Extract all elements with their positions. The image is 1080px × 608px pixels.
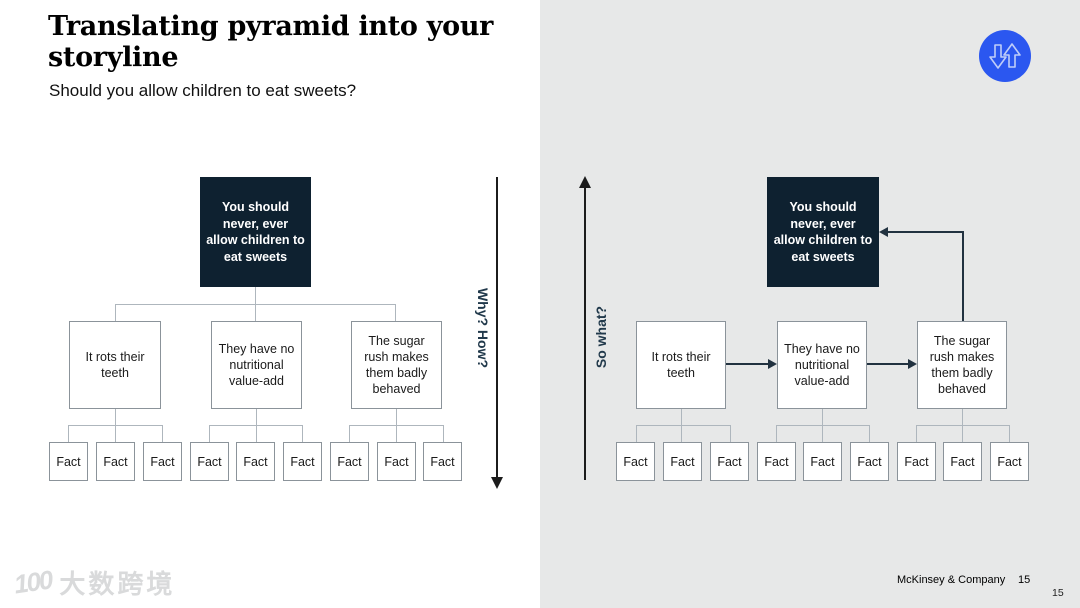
connector <box>162 425 163 442</box>
brand-label: McKinsey & Company <box>897 574 1006 586</box>
right-argument-box-2: They have no nutritional value-add <box>777 321 867 409</box>
up-arrow-line <box>584 187 586 480</box>
connector <box>115 409 116 425</box>
fact-box: Fact <box>850 442 889 481</box>
fact-box: Fact <box>663 442 702 481</box>
right-panel-background <box>540 0 1080 608</box>
feedback-connector-line <box>888 231 964 233</box>
fact-box: Fact <box>803 442 842 481</box>
connector <box>396 409 397 425</box>
right-top-statement-box: You should never, ever allow children to… <box>767 177 879 287</box>
fact-box: Fact <box>236 442 275 481</box>
connector <box>255 287 256 304</box>
left-argument-box-1: It rots their teeth <box>69 321 161 409</box>
connector <box>1009 425 1010 442</box>
connector <box>115 425 116 442</box>
connector <box>636 425 637 442</box>
fact-box: Fact <box>616 442 655 481</box>
connector <box>776 425 870 426</box>
connector <box>209 425 210 442</box>
up-arrowhead-icon <box>579 176 591 188</box>
page-number-secondary: 15 <box>1052 587 1064 599</box>
right-arrowhead-icon <box>768 359 777 369</box>
connector <box>256 425 257 442</box>
connector <box>68 425 69 442</box>
connector <box>916 425 917 442</box>
connector <box>636 425 731 426</box>
fact-box: Fact <box>330 442 369 481</box>
left-argument-box-2: They have no nutritional value-add <box>211 321 302 409</box>
connector <box>396 425 397 442</box>
fact-box: Fact <box>897 442 936 481</box>
flow-arrow-line <box>726 363 768 365</box>
connector <box>681 409 682 425</box>
down-arrowhead-icon <box>491 477 503 489</box>
flow-arrow-line <box>867 363 908 365</box>
fact-box: Fact <box>943 442 982 481</box>
fact-box: Fact <box>190 442 229 481</box>
page-title: Translating pyramid into your storyline <box>48 11 494 73</box>
so-what-axis-label: So what? <box>593 305 609 369</box>
connector <box>962 409 963 425</box>
connector <box>443 425 444 442</box>
fact-box: Fact <box>49 442 88 481</box>
fact-box: Fact <box>143 442 182 481</box>
connector <box>916 425 1010 426</box>
connector <box>255 304 256 321</box>
connector <box>681 425 682 442</box>
connector <box>869 425 870 442</box>
swap-vertical-icon <box>989 43 1021 69</box>
connector <box>822 409 823 425</box>
right-argument-box-3: The sugar rush makes them badly behaved <box>917 321 1007 409</box>
page-subtitle: Should you allow children to eat sweets? <box>49 81 357 100</box>
fact-box: Fact <box>377 442 416 481</box>
watermark: 100 大数跨境 <box>12 564 176 601</box>
connector <box>349 425 350 442</box>
fact-box: Fact <box>757 442 796 481</box>
connector <box>776 425 777 442</box>
down-arrow-line <box>496 177 498 478</box>
connector <box>730 425 731 442</box>
connector <box>115 304 116 321</box>
left-argument-box-3: The sugar rush makes them badly behaved <box>351 321 442 409</box>
page-number: 15 <box>1018 574 1031 586</box>
right-argument-box-1: It rots their teeth <box>636 321 726 409</box>
fact-box: Fact <box>710 442 749 481</box>
connector <box>395 304 396 321</box>
fact-box: Fact <box>96 442 135 481</box>
connector <box>256 409 257 425</box>
left-arrowhead-icon <box>879 227 888 237</box>
connector <box>822 425 823 442</box>
watermark-logo: 100 <box>12 564 54 600</box>
fact-box: Fact <box>990 442 1029 481</box>
right-arrowhead-icon <box>908 359 917 369</box>
fact-box: Fact <box>283 442 322 481</box>
swap-vertical-button[interactable] <box>979 30 1031 82</box>
watermark-text: 大数跨境 <box>59 569 176 599</box>
connector <box>962 425 963 442</box>
left-top-statement-box: You should never, ever allow children to… <box>200 177 311 287</box>
fact-box: Fact <box>423 442 462 481</box>
connector <box>302 425 303 442</box>
feedback-connector-line <box>962 231 964 321</box>
why-how-axis-label: Why? How? <box>475 287 491 369</box>
